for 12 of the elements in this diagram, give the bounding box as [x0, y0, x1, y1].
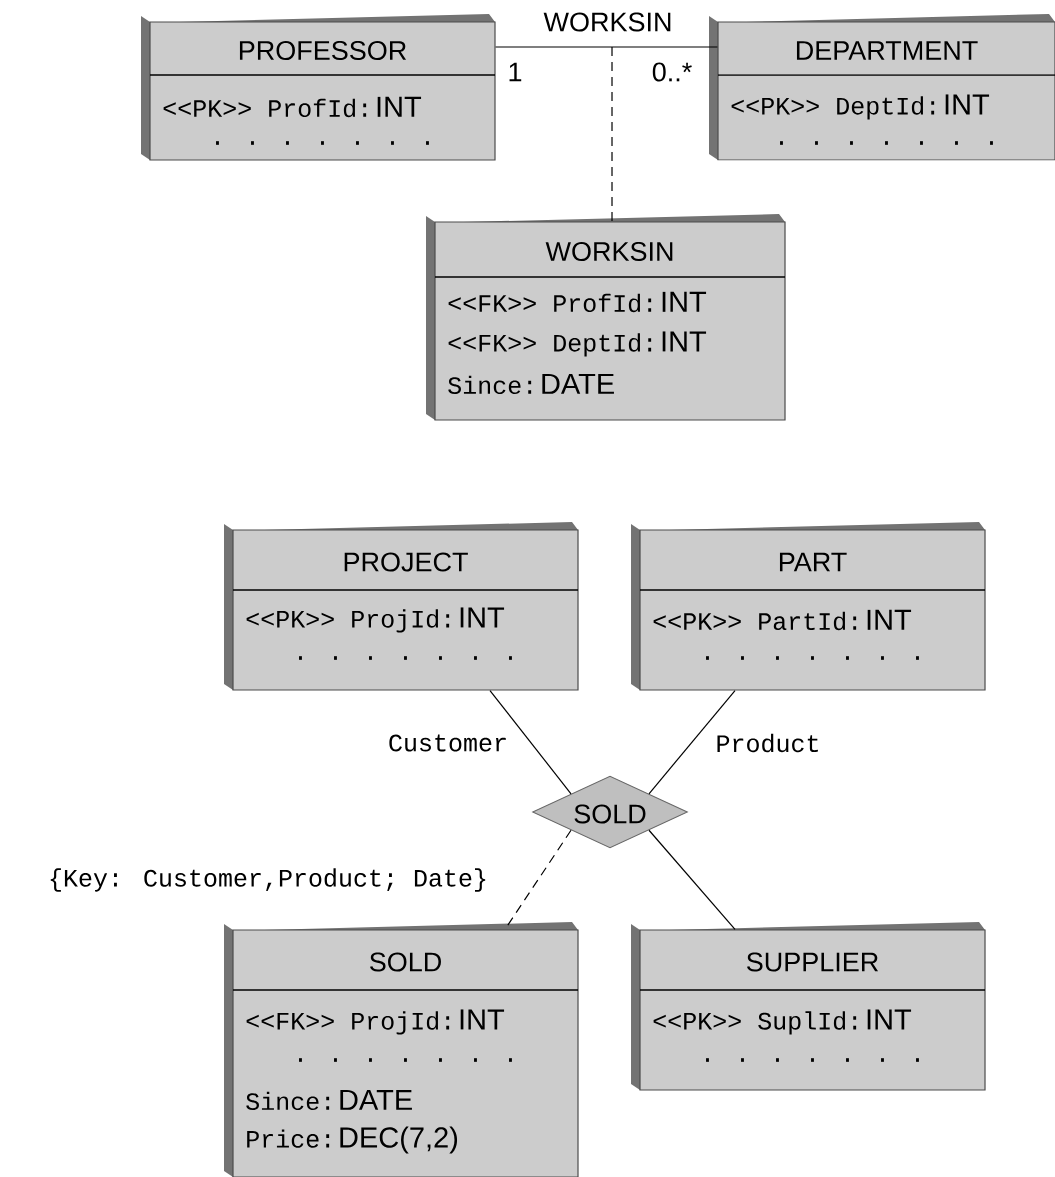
diamond-label: SOLD: [574, 804, 646, 824]
dashed-connector: [611, 46, 613, 222]
association-line: [648, 829, 736, 930]
multiplicity-label: 1: [509, 62, 522, 82]
association-line: [648, 690, 736, 795]
multiplicity-label: 0..*: [652, 62, 692, 82]
edge-label: WORKSIN: [541, 10, 675, 34]
association-line: [489, 690, 572, 795]
association-line: [495, 46, 718, 48]
edge-label: {Key: Customer,Product; Date}: [45, 866, 491, 894]
edge-label: Customer: [386, 732, 510, 754]
edge-label: Product: [713, 731, 823, 755]
